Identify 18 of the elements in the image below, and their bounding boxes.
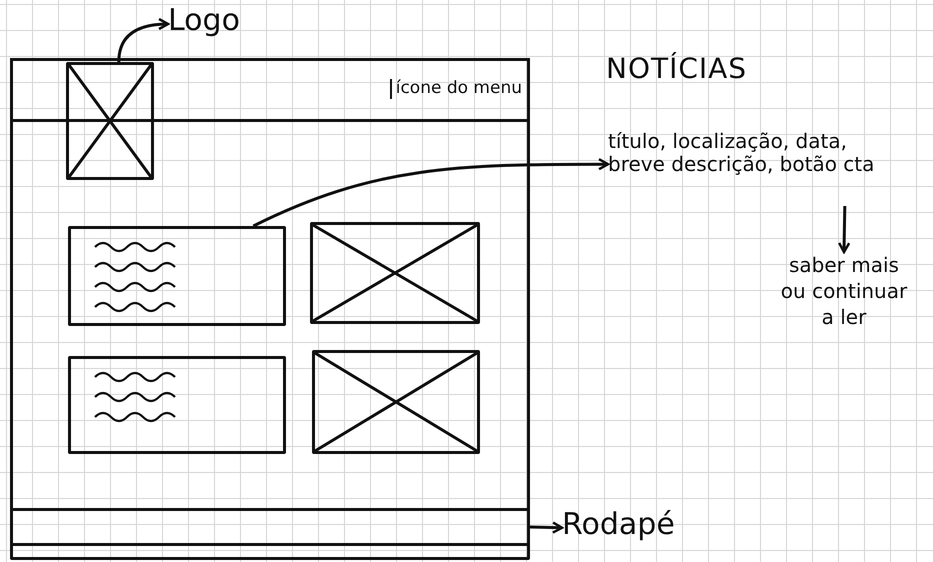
arrow	[117, 18, 170, 62]
arrow	[838, 206, 850, 254]
page-heading: NOTÍCIAS	[606, 52, 748, 85]
arrow	[530, 521, 564, 534]
text-card	[68, 226, 286, 326]
header-bar	[10, 58, 530, 122]
callout-label: Rodapé	[562, 508, 675, 542]
callout-label: Logo	[168, 4, 240, 38]
annotation-text: saber mais ou continuar a ler	[780, 252, 908, 330]
image-placeholder	[310, 222, 480, 324]
footer-bar	[10, 508, 530, 546]
arrow	[252, 158, 610, 228]
page-frame	[10, 58, 530, 560]
text-card	[68, 356, 286, 454]
image-placeholder	[312, 350, 480, 454]
menu-label: ícone do menu	[390, 79, 522, 99]
annotation-text: título, localização, data, breve descrição, botão cta	[608, 130, 876, 176]
placeholder-box	[66, 62, 154, 180]
